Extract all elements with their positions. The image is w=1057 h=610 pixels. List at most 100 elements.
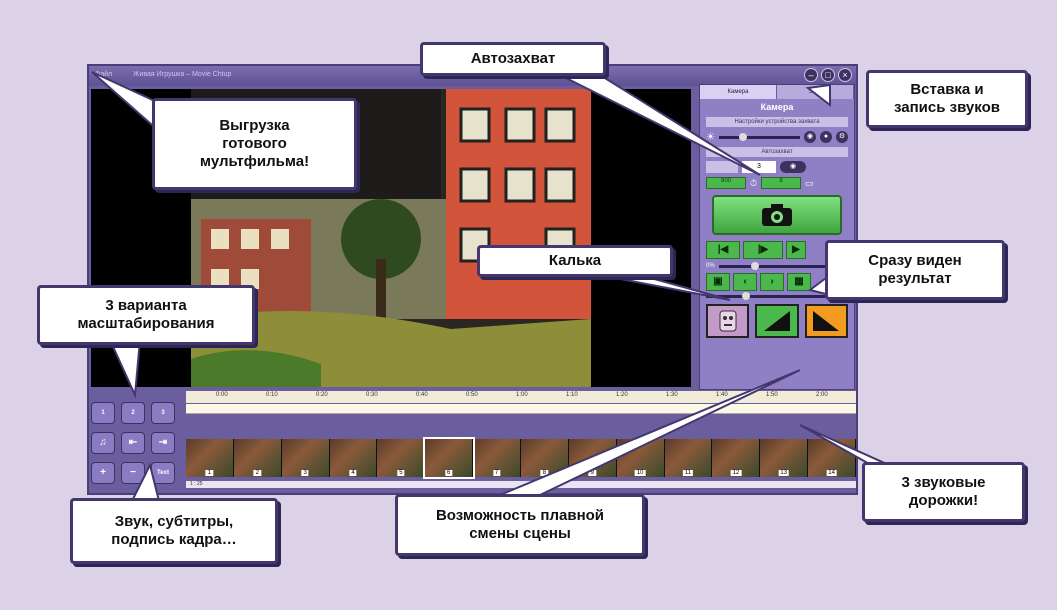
ruler-tick: 1:00 [516, 392, 528, 398]
film-frame[interactable]: 12 [712, 439, 761, 477]
film-frame[interactable]: 3 [281, 439, 330, 477]
film-frame[interactable]: 1 [186, 439, 234, 477]
window-title: Живая Игрушка – Movie Chtup [133, 71, 232, 78]
frame-number: 8 [540, 470, 549, 476]
ruler-tick: 0:00 [216, 392, 228, 398]
ruler-tick: 0:40 [416, 392, 428, 398]
next-frame-button[interactable]: › [760, 273, 784, 291]
ruler-tick: 1:10 [566, 392, 578, 398]
callout-instant-result: Сразу виден результат [825, 240, 1005, 300]
frame-number: 7 [492, 470, 501, 476]
onion-percent: 0% [706, 263, 715, 269]
file-menu[interactable]: Файл [95, 71, 113, 78]
callout-insert-sound: Вставка и запись звуков [866, 70, 1028, 128]
minimize-button[interactable]: – [804, 68, 818, 82]
toolbox: 1 2 3 ♫ ⇤ ⇥ + − Text [91, 392, 181, 492]
frame-number: 14 [826, 470, 837, 476]
brightness-slider[interactable] [718, 132, 800, 141]
autocapture-start-button[interactable]: ◉ [780, 161, 806, 173]
film-frame[interactable]: 6 [423, 437, 476, 479]
frame-number: 12 [730, 470, 742, 476]
onion-skin-slider[interactable] [718, 261, 848, 270]
callout-sound-tracks: 3 звуковые дорожки! [862, 462, 1025, 522]
camera-icon [762, 204, 792, 226]
zoom-2-button[interactable]: 2 [121, 402, 145, 424]
callout-autocapture: Автозахват [420, 42, 606, 76]
ruler-tick: 1:40 [716, 392, 728, 398]
frame-number: 5 [397, 470, 405, 476]
fps-left-display: 800 [706, 177, 746, 189]
callout-zoom-variants: 3 варианта масштабирования [37, 285, 255, 345]
fade-out-icon [813, 311, 840, 331]
device-settings-button[interactable]: Настройки устройства захвата [706, 117, 848, 127]
fade-out-button[interactable] [804, 304, 848, 338]
zoom-3-button[interactable]: 3 [151, 402, 175, 424]
zoom-1-button[interactable]: 1 [91, 402, 115, 424]
close-button[interactable]: × [838, 68, 852, 82]
text-caption-button[interactable]: Text [151, 462, 175, 484]
autocapture-toggle[interactable] [706, 161, 738, 173]
autocapture-label: Автозахват [706, 147, 848, 157]
frame-number: 6 [445, 470, 453, 476]
ruler-tick: 1:30 [666, 392, 678, 398]
settings-icon[interactable]: ⚙ [836, 131, 848, 143]
go-to-end-button[interactable]: ▶ [786, 241, 806, 259]
ruler-tick: 0:20 [316, 392, 328, 398]
frame-number: 13 [778, 470, 790, 476]
film-frame[interactable]: 11 [664, 439, 713, 477]
fade-in-button[interactable] [755, 304, 799, 338]
title-bar: Файл Живая Игрушка – Movie Chtup – □ × [89, 66, 856, 86]
transition-slider[interactable] [706, 292, 848, 300]
camera-panel: Камера Звук Камера Настройки устройства … [699, 84, 855, 390]
film-frame[interactable]: 14 [808, 439, 857, 477]
ruler-tick: 0:10 [266, 392, 278, 398]
ruler-tick: 1:20 [616, 392, 628, 398]
music-note-icon: ♫ [99, 437, 107, 448]
loop-button[interactable]: ▣ [706, 273, 730, 291]
ruler-tick: 2:00 [816, 392, 828, 398]
panel-title: Камера [760, 102, 794, 112]
frame-number: 9 [588, 470, 596, 476]
go-to-start-button[interactable]: |◀ [706, 241, 740, 259]
frame-number: 10 [634, 470, 646, 476]
timer-icon: ⏱ [750, 177, 758, 188]
camera-mode-icon[interactable]: ◉ [804, 131, 816, 143]
callout-export: Выгрузка готового мультфильма! [152, 98, 357, 190]
film-frame[interactable]: 7 [473, 439, 522, 477]
add-sound-button[interactable]: ♫ [91, 432, 115, 454]
frame-number: 2 [253, 470, 261, 476]
frame-number: 3 [301, 470, 309, 476]
insert-left-icon: ⇤ [128, 437, 138, 448]
insert-frame-right-button[interactable]: ⇥ [151, 432, 175, 454]
minus-icon: − [130, 467, 136, 478]
maximize-button[interactable]: □ [821, 68, 835, 82]
sun-icon: ☀ [706, 131, 715, 143]
add-frame-button[interactable]: + [91, 462, 115, 484]
tab-camera[interactable]: Камера [700, 85, 777, 99]
prev-frame-button[interactable]: ‹ [733, 273, 757, 291]
ruler-tick: 0:30 [366, 392, 378, 398]
fps-right-display: 8 [761, 177, 802, 189]
remove-frame-button[interactable]: − [121, 462, 145, 484]
frame-number: 11 [682, 470, 694, 476]
frame-number: 4 [349, 470, 357, 476]
insert-frame-left-button[interactable]: ⇤ [121, 432, 145, 454]
ruler-tick: 0:50 [466, 392, 478, 398]
film-frame[interactable]: 13 [760, 439, 809, 477]
fade-in-icon [763, 311, 790, 331]
callout-onion-skin: Калька [477, 245, 673, 277]
play-button[interactable]: |▶ [743, 241, 783, 259]
monitor-icon: ▭ [805, 177, 814, 188]
film-frame[interactable]: 4 [329, 439, 378, 477]
callout-scene-transition: Возможность плавной смены сцены [395, 494, 645, 556]
callout-sound-subtitles: Звук, субтитры, подпись кадра… [70, 498, 278, 564]
grid-button[interactable]: ▦ [787, 273, 811, 291]
film-frame[interactable]: 5 [377, 439, 426, 477]
export-robot-button[interactable] [706, 304, 750, 338]
time-ruler: 0:00 0:10 0:20 0:30 0:40 0:50 1:00 1:10 1:20 1:30… [186, 391, 856, 403]
timeline-scrollbar[interactable]: 1 : 25 [186, 481, 856, 488]
capture-frame-button[interactable] [712, 195, 842, 235]
sound-track-1[interactable] [186, 404, 856, 414]
film-frame[interactable]: 2 [233, 439, 282, 477]
person-icon[interactable]: ● [820, 131, 832, 143]
